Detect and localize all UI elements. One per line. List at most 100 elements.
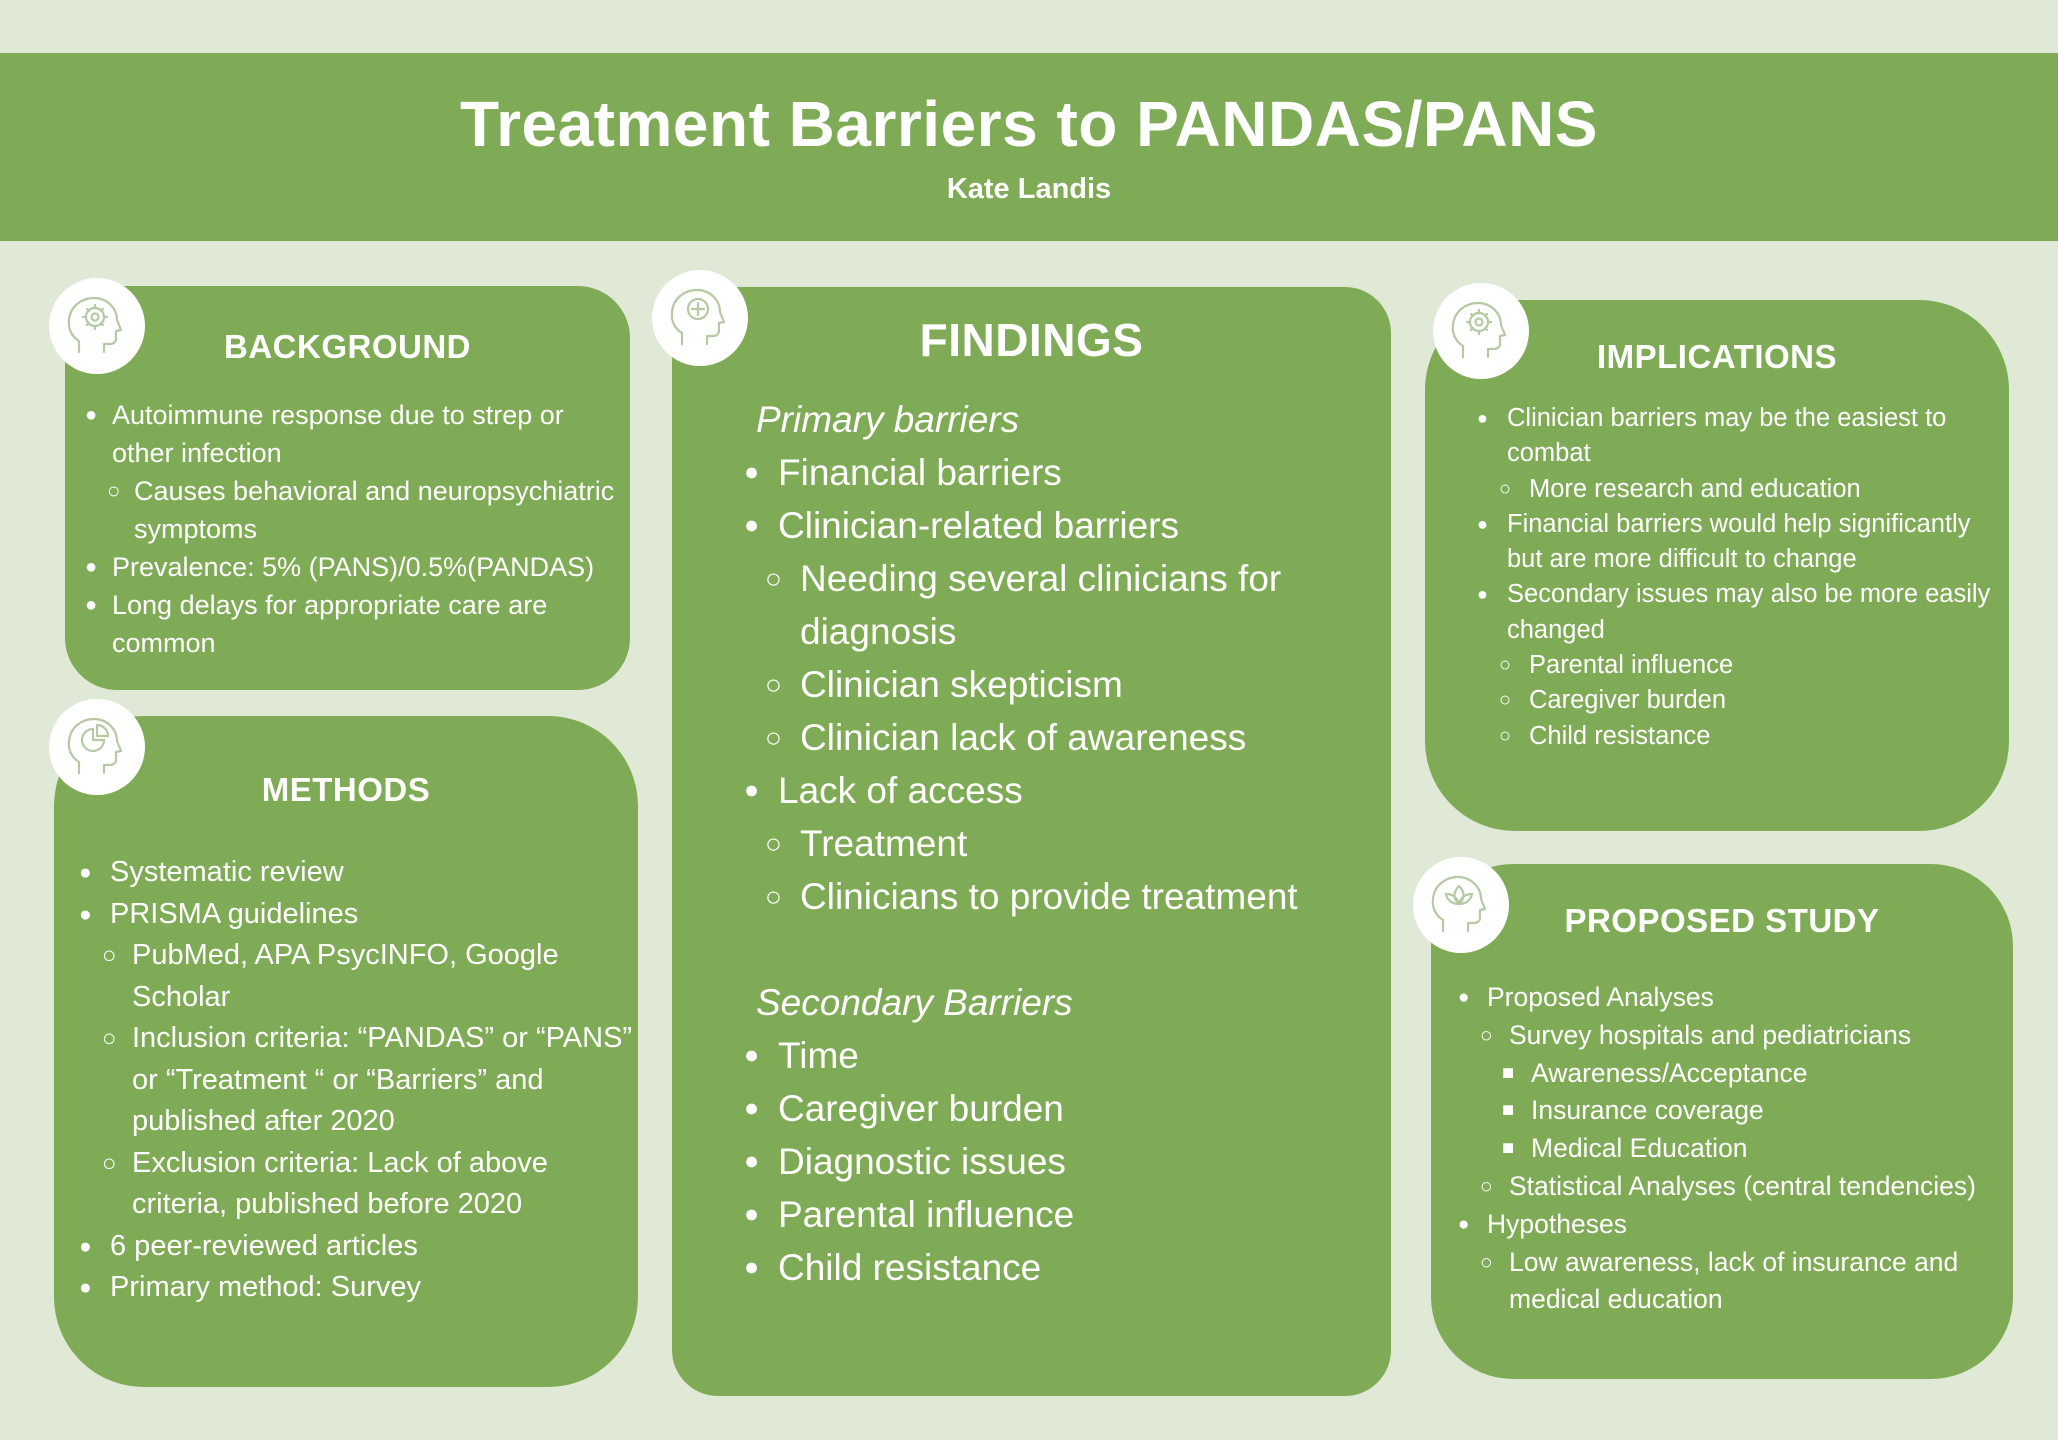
- head-gear-icon: [49, 278, 145, 374]
- bullet-dot-icon: [79, 852, 92, 894]
- implications-panel: IMPLICATIONS Clinician barriers may be t…: [1425, 300, 2009, 831]
- bullet-dot-icon: [1477, 577, 1488, 612]
- bullet-dot-icon: [1477, 507, 1488, 542]
- list-item: Secondary issues may also be more easily…: [1477, 577, 1997, 648]
- implications-heading: IMPLICATIONS: [1596, 338, 1838, 375]
- head-plus-icon: [652, 270, 748, 366]
- list-item: Insurance coverage: [1458, 1092, 2003, 1130]
- list-item: Long delays for appropriate care are com…: [85, 586, 625, 662]
- methods-list: Systematic review PRISMA guidelines PubM…: [79, 852, 639, 1309]
- bullet-circle-icon: [765, 711, 782, 764]
- title-banner: Treatment Barriers to PANDAS/PANS Kate L…: [0, 53, 2058, 241]
- methods-panel: METHODS Systematic review PRISMA guideli…: [54, 716, 638, 1387]
- list-item: Financial barriers: [744, 446, 1384, 499]
- list-item: Survey hospitals and pediatricians: [1458, 1017, 2003, 1055]
- bullet-circle-icon: [1499, 719, 1511, 754]
- list-item: Autoimmune response due to strep or othe…: [85, 396, 625, 472]
- head-lotus-icon: [1413, 857, 1509, 953]
- list-item: Prevalence: 5% (PANS)/0.5%(PANDAS): [85, 548, 625, 586]
- list-item: Medical Education: [1458, 1130, 2003, 1168]
- bullet-circle-icon: [1499, 472, 1511, 507]
- list-item: Clinician lack of awareness: [744, 711, 1384, 764]
- bullet-circle-icon: [1480, 1168, 1493, 1206]
- bullet-circle-icon: [1499, 648, 1511, 683]
- background-list: Autoimmune response due to strep or othe…: [85, 396, 625, 662]
- list-item: Systematic review: [79, 852, 639, 894]
- list-item: Time: [744, 1029, 1384, 1082]
- bullet-circle-icon: [765, 552, 782, 605]
- findings-panel: FINDINGS Primary barriers Financial barr…: [672, 287, 1391, 1396]
- bullet-dot-icon: [79, 894, 92, 936]
- list-item: Causes behavioral and neuropsychiatric s…: [85, 472, 625, 548]
- list-item: Parental influence: [1477, 648, 1997, 683]
- list-item: Child resistance: [1477, 719, 1997, 754]
- proposed-study-list: Proposed Analyses Survey hospitals and p…: [1458, 979, 2003, 1319]
- bullet-dot-icon: [744, 1188, 759, 1241]
- secondary-barriers-subheading: Secondary Barriers: [756, 982, 1073, 1023]
- list-item: Proposed Analyses: [1458, 979, 2003, 1017]
- list-item: 6 peer-reviewed articles: [79, 1226, 639, 1268]
- list-item: Inclusion criteria: “PANDAS” or “PANS” o…: [79, 1018, 639, 1143]
- list-item: Parental influence: [744, 1188, 1384, 1241]
- bullet-circle-icon: [1499, 683, 1511, 718]
- bullet-dot-icon: [85, 586, 97, 624]
- bullet-circle-icon: [1480, 1017, 1493, 1055]
- list-item: Treatment: [744, 817, 1384, 870]
- bullet-square-icon: [1502, 1130, 1514, 1168]
- bullet-circle-icon: [1480, 1244, 1493, 1282]
- proposed-study-panel: PROPOSED STUDY Proposed Analyses Survey …: [1431, 864, 2013, 1379]
- list-item: Exclusion criteria: Lack of above criter…: [79, 1143, 639, 1226]
- primary-barriers-subheading: Primary barriers: [756, 399, 1020, 440]
- bullet-dot-icon: [744, 1029, 759, 1082]
- bullet-circle-icon: [102, 1018, 117, 1060]
- poster-title: Treatment Barriers to PANDAS/PANS: [460, 88, 1598, 160]
- bullet-dot-icon: [744, 1241, 759, 1294]
- list-item: Primary method: Survey: [79, 1267, 639, 1309]
- list-item: PubMed, APA PsycINFO, Google Scholar: [79, 935, 639, 1018]
- list-item: Clinicians to provide treatment: [744, 870, 1384, 923]
- bullet-dot-icon: [85, 396, 97, 434]
- implications-list: Clinician barriers may be the easiest to…: [1477, 401, 1997, 754]
- list-item: PRISMA guidelines: [79, 894, 639, 936]
- bullet-dot-icon: [1458, 979, 1469, 1017]
- methods-heading: METHODS: [261, 771, 431, 808]
- findings-heading: FINDINGS: [919, 314, 1144, 366]
- list-item: Child resistance: [744, 1241, 1384, 1294]
- list-item: Clinician barriers may be the easiest to…: [1477, 401, 1997, 472]
- bullet-circle-icon: [765, 870, 782, 923]
- list-item: Clinician skepticism: [744, 658, 1384, 711]
- list-item: Caregiver burden: [1477, 683, 1997, 718]
- bullet-dot-icon: [744, 1135, 759, 1188]
- bullet-square-icon: [1502, 1092, 1514, 1130]
- list-item: Low awareness, lack of insurance and med…: [1458, 1244, 2003, 1320]
- bullet-circle-icon: [107, 472, 120, 510]
- background-heading: BACKGROUND: [224, 328, 471, 365]
- bullet-circle-icon: [765, 817, 782, 870]
- list-item: Needing several clinicians for diagnosis: [744, 552, 1384, 658]
- bullet-dot-icon: [1477, 401, 1488, 436]
- list-item: Statistical Analyses (central tendencies…: [1458, 1168, 2003, 1206]
- bullet-circle-icon: [102, 935, 117, 977]
- bullet-dot-icon: [1458, 1206, 1469, 1244]
- list-item: Lack of access: [744, 764, 1384, 817]
- bullet-dot-icon: [744, 1082, 759, 1135]
- list-spacer: [744, 923, 1384, 976]
- bullet-dot-icon: [85, 548, 97, 586]
- list-item: Hypotheses: [1458, 1206, 2003, 1244]
- list-item: Awareness/Acceptance: [1458, 1055, 2003, 1093]
- background-panel: BACKGROUND Autoimmune response due to st…: [65, 286, 630, 690]
- bullet-dot-icon: [744, 446, 759, 499]
- list-item: Diagnostic issues: [744, 1135, 1384, 1188]
- head-gear-icon: [1433, 283, 1529, 379]
- findings-list: Primary barriers Financial barriers Clin…: [744, 393, 1384, 1294]
- list-item: Financial barriers would help significan…: [1477, 507, 1997, 578]
- bullet-square-icon: [1502, 1055, 1514, 1093]
- list-item: More research and education: [1477, 472, 1997, 507]
- bullet-dot-icon: [744, 764, 759, 817]
- poster-author: Kate Landis: [946, 173, 1112, 205]
- bullet-dot-icon: [744, 499, 759, 552]
- bullet-dot-icon: [79, 1267, 92, 1309]
- list-item: Caregiver burden: [744, 1082, 1384, 1135]
- bullet-dot-icon: [79, 1226, 92, 1268]
- proposed-study-heading: PROPOSED STUDY: [1564, 902, 1880, 939]
